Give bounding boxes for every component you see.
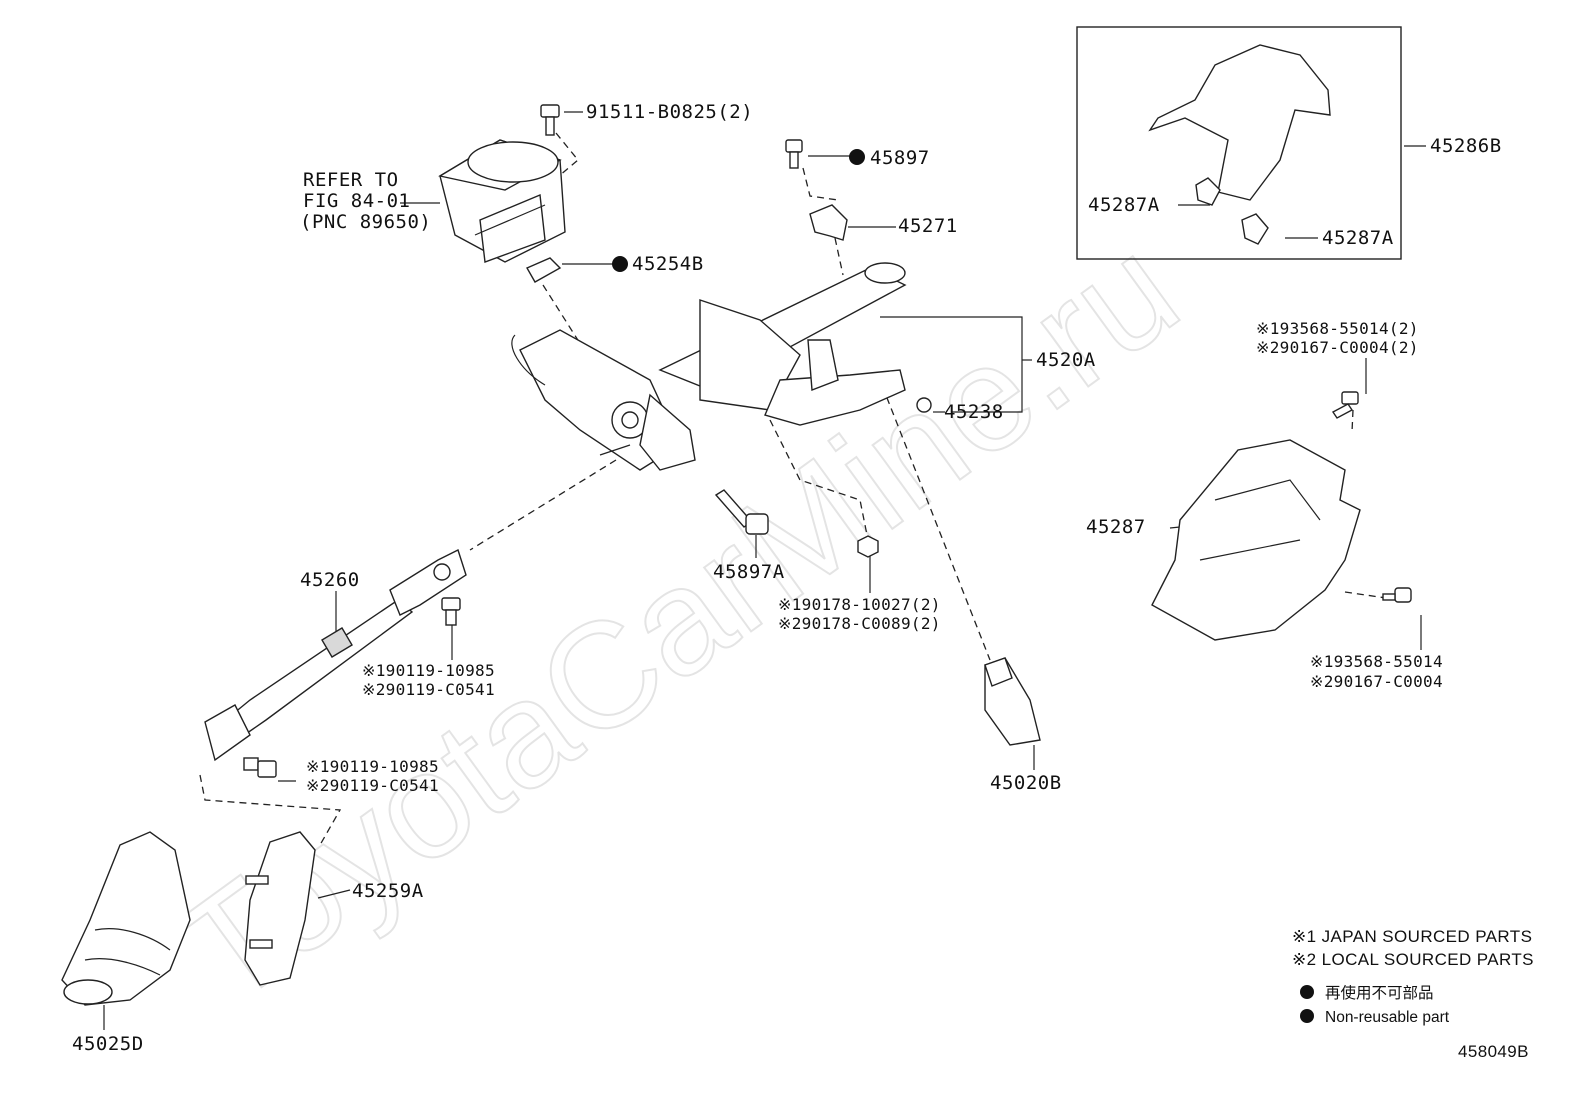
callout-45254B: 45254B: [632, 253, 704, 275]
callout-90119-b-local: ※290119-C0541: [306, 776, 439, 795]
non-reusable-marker-45897: [849, 149, 865, 165]
callout-4520A: 4520A: [1036, 349, 1096, 371]
callout-45260: 45260: [300, 569, 360, 591]
legend-non-reusable-jp: 再使用不可部品: [1325, 984, 1434, 1002]
callout-45025D: 45025D: [72, 1033, 144, 1055]
boot-45025D-illustration: [61, 831, 191, 1006]
callout-fig-84-01: FIG 84-01: [303, 190, 410, 212]
callout-45238: 45238: [944, 401, 1004, 423]
clip-45254B-illustration: [526, 257, 562, 283]
legend-dot-jp: [1300, 985, 1314, 999]
callout-45897: 45897: [870, 147, 930, 169]
callout-90119-a-japan: ※190119-10985: [362, 661, 495, 680]
callout-45286B: 45286B: [1430, 135, 1502, 157]
non-reusable-marker-45254B: [612, 256, 628, 272]
bolt-90119-b-illustration: [243, 757, 277, 778]
intermediate-shaft-45260-illustration: [204, 549, 467, 762]
nut-90178-illustration: [857, 535, 879, 558]
callout-93568-b-japan: ※193568-55014: [1310, 652, 1443, 671]
lower-cover-45287-illustration: [1151, 439, 1361, 641]
bolt-90119-a-illustration: [441, 597, 461, 626]
callout-93568-b-local: ※290167-C0004: [1310, 672, 1443, 691]
callout-91511: 91511-B0825(2): [586, 101, 753, 123]
callout-45897A: 45897A: [713, 561, 785, 583]
leader-lines: [103, 111, 1426, 1030]
callout-45259A: 45259A: [352, 880, 424, 902]
callout-45287A-right: 45287A: [1322, 227, 1394, 249]
callout-90178-japan: ※190178-10027(2): [778, 595, 941, 614]
legend-dot-en: [1300, 1009, 1314, 1023]
cover-45259A-illustration: [244, 831, 316, 986]
callout-45020B: 45020B: [990, 772, 1062, 794]
callout-pnc-89650: (PNC 89650): [300, 211, 431, 233]
callout-90119-a-local: ※290119-C0541: [362, 680, 495, 699]
callout-refer-to: REFER TO: [303, 169, 399, 191]
legend: ※1 JAPAN SOURCED PARTS ※2 LOCAL SOURCED …: [1292, 927, 1534, 1026]
callout-90178-local: ※290178-C0089(2): [778, 614, 941, 633]
bolt-45897A-illustration: [714, 489, 769, 535]
bolt-45897-illustration: [785, 139, 803, 169]
screw-93568-b-illustration: [1382, 587, 1412, 603]
callout-45287: 45287: [1086, 516, 1146, 538]
legend-japan-sourced: ※1 JAPAN SOURCED PARTS: [1292, 927, 1532, 946]
screw-93568-a-illustration: [1331, 391, 1359, 419]
nut-45238-illustration: [916, 397, 932, 413]
steering-column-illustration: [511, 262, 907, 471]
clamp-45271-illustration: [809, 204, 848, 241]
watermark: ToyotaCarMine.ru: [150, 204, 1206, 1036]
legend-non-reusable-en: Non-reusable part: [1325, 1009, 1450, 1026]
upper-cover-box: [1076, 26, 1402, 260]
callout-45271: 45271: [898, 215, 958, 237]
sensor-45020B-illustration: [984, 657, 1041, 746]
legend-local-sourced: ※2 LOCAL SOURCED PARTS: [1292, 950, 1534, 969]
callout-93568-a-japan: ※193568-55014(2): [1256, 319, 1419, 338]
callout-93568-a-local: ※290167-C0004(2): [1256, 338, 1419, 357]
ecu-module-illustration: [438, 139, 566, 263]
figure-id: 458049B: [1458, 1042, 1529, 1061]
callout-45287A-left: 45287A: [1088, 194, 1160, 216]
callout-90119-b-japan: ※190119-10985: [306, 757, 439, 776]
bolt-91511-illustration: [540, 104, 560, 136]
